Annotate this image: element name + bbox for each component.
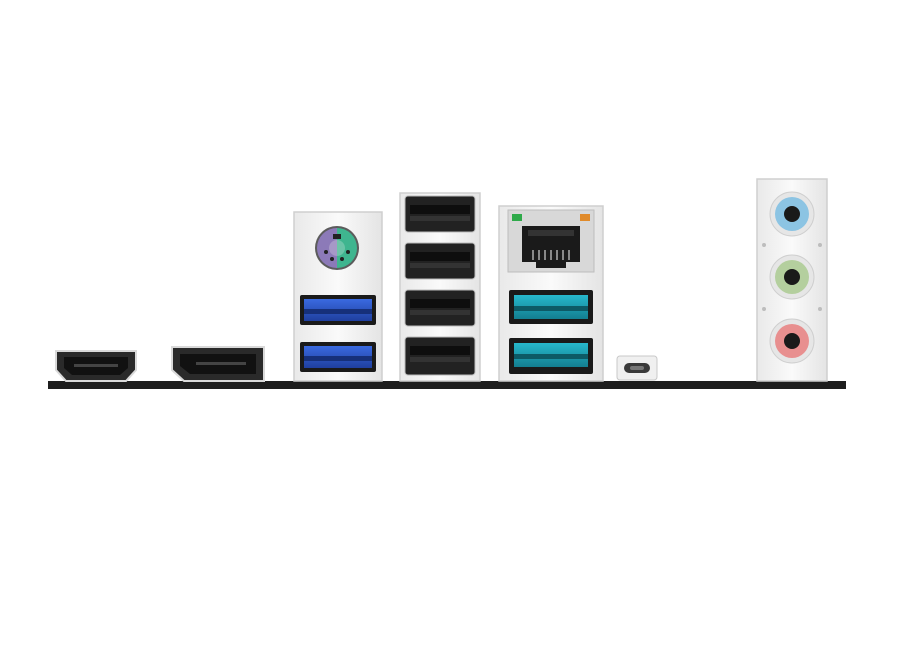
usb-black-port-2 (404, 242, 476, 280)
lan-port (507, 209, 595, 273)
lan-led-green (512, 214, 522, 221)
usb-black-stack (399, 192, 481, 382)
audio-jack-panel (756, 178, 828, 382)
board-edge (48, 381, 846, 389)
lan-usb-shield (498, 205, 604, 382)
bios-flashback-button (616, 355, 658, 381)
usb-black-port-1 (404, 195, 476, 233)
usb-teal-port-2 (509, 338, 593, 374)
audio-jack-pink (769, 318, 815, 364)
usb-blue-port-1 (300, 295, 376, 325)
lan-led-orange (580, 214, 590, 221)
audio-jack-blue (769, 191, 815, 237)
ps2-port (315, 226, 359, 270)
ps2-usb-shield (293, 211, 383, 382)
usb-teal-port-1 (509, 290, 593, 324)
usb-blue-port-2 (300, 342, 376, 372)
hdmi-port (55, 350, 137, 382)
usb-black-port-4 (404, 336, 476, 376)
displayport-port (171, 346, 265, 382)
audio-jack-green (769, 254, 815, 300)
usb-black-port-3 (404, 289, 476, 327)
